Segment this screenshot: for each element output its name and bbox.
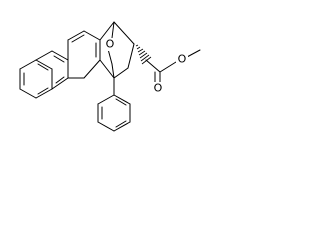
double-bond-line xyxy=(115,120,127,128)
ring-middle-benzo xyxy=(35,50,69,90)
double-bond-line xyxy=(37,87,49,95)
double-bond-line xyxy=(71,34,85,43)
double-bond-line xyxy=(53,55,65,63)
hashed-bond xyxy=(135,44,152,65)
bond xyxy=(107,48,113,65)
ring-phenyl xyxy=(97,77,131,132)
bond xyxy=(113,67,129,79)
bond xyxy=(113,21,135,45)
bond xyxy=(145,59,161,73)
bond xyxy=(83,59,101,79)
bond xyxy=(35,88,53,99)
bond xyxy=(111,21,115,39)
bond xyxy=(35,59,53,70)
bond xyxy=(113,121,131,132)
atom-label-ester-oxygen: O xyxy=(178,53,187,66)
bond xyxy=(113,94,131,105)
bond xyxy=(97,94,115,105)
ester-group xyxy=(145,49,201,83)
bond xyxy=(19,59,37,70)
bond xyxy=(97,121,115,132)
bond xyxy=(67,30,85,41)
double-bond-line xyxy=(115,98,127,106)
atom-label-carbonyl-oxygen: O xyxy=(154,82,163,95)
bond xyxy=(99,59,115,79)
bond xyxy=(51,50,69,61)
bond xyxy=(19,88,37,99)
bond xyxy=(111,63,115,79)
bond xyxy=(99,21,115,41)
bond xyxy=(35,50,53,61)
bond xyxy=(127,43,135,69)
atom-label-bridge-oxygen: O xyxy=(106,38,115,51)
ring-oxabicycle xyxy=(99,21,152,79)
double-bond-line xyxy=(37,63,49,71)
ring-bridged-arene xyxy=(67,30,101,79)
bond xyxy=(83,30,101,41)
double-bond-line xyxy=(55,76,65,84)
ring-outer-benzo xyxy=(19,59,53,99)
bond xyxy=(186,49,201,58)
chemical-structure: O O O xyxy=(19,21,201,132)
bond xyxy=(51,77,69,90)
bond xyxy=(159,61,177,73)
